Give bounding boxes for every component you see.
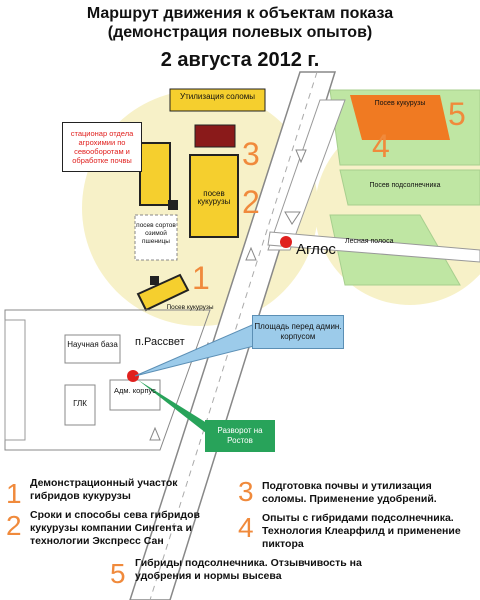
turn-callout: Разворот на Ростов: [205, 420, 275, 452]
wheat-field: [134, 214, 178, 261]
cross-road: [267, 231, 480, 263]
settlement-block: [4, 309, 211, 451]
sowing-corn-top-label: Посев кукурузы: [374, 100, 426, 107]
utilization-label: Утилизация соломы: [180, 92, 255, 101]
stationary-field: [139, 142, 171, 206]
marker-3: 3: [242, 136, 260, 172]
small-field-marker: [150, 276, 159, 285]
route-arrow-2: [245, 246, 257, 261]
corn-field: [189, 154, 239, 238]
legend-num-3: 3: [238, 476, 254, 507]
glk-building: [64, 384, 96, 426]
legend-text-5: Гибриды подсолнечника. Отзывчивость на у…: [135, 557, 362, 582]
utilization-box: [169, 88, 266, 112]
admin-label: Адм. корпус: [114, 386, 156, 395]
aglos-point: [280, 236, 292, 248]
marker-1: 1: [192, 260, 210, 296]
marker-4: 4: [372, 128, 390, 164]
turn-pointer: [138, 380, 215, 440]
settlement-road-left: [4, 319, 26, 441]
map-title: Маршрут движения к объектам показа: [86, 5, 394, 22]
small-corn-field: [136, 273, 190, 312]
wheat-sowing-label: посев сортов озимой пшеницы: [136, 222, 176, 245]
admin-building: [109, 379, 161, 411]
stationary-marker: [168, 200, 178, 210]
admin-point: [127, 370, 139, 382]
forest-strip-label: Лесная полоса: [345, 238, 394, 245]
small-corn-label: Посев кукурузы: [166, 304, 214, 311]
legend-num-2: 2: [6, 510, 22, 541]
map-subtitle: (демонстрация полевых опытов): [107, 24, 373, 41]
route-arrow-4: [149, 426, 161, 441]
legend-text-1: Демонстрационный участок гибридов кукуру…: [30, 477, 178, 502]
stationary-label: стационар отдела агрохимии по севооборот…: [62, 122, 142, 172]
settlement-label: п.Рассвет: [135, 336, 185, 348]
utilization-building: [194, 124, 236, 148]
science-base-label: Научная база: [67, 340, 118, 349]
science-base-building: [64, 334, 121, 364]
legend-num-5: 5: [110, 558, 126, 589]
corn-sowing-label: посев кукурузы: [197, 189, 231, 206]
legend-text-2: Сроки и способы сева гибридов кукурузы к…: [30, 509, 200, 547]
square-callout: Площадь перед админ. корпусом: [252, 315, 344, 349]
route-arrow-5: [284, 211, 301, 225]
marker-2: 2: [242, 184, 260, 220]
route-arrow-1: [295, 149, 307, 164]
glk-label: ГЛК: [73, 399, 87, 408]
sowing-sunflower-label: Посев подсолнечника: [369, 182, 441, 189]
field-sowing-sunflower: [339, 169, 480, 206]
legend-text-4: Опыты с гибридами подсолнечника. Техноло…: [262, 512, 461, 550]
legend-num-4: 4: [238, 512, 254, 543]
field-sowing-corn-top: [350, 95, 450, 140]
aglos-label: Аглос: [296, 241, 336, 258]
map-date: 2 августа 2012 г.: [160, 49, 320, 71]
legend-text-3: Подготовка почвы и утилизация соломы. Пр…: [262, 480, 437, 505]
marker-5: 5: [448, 96, 466, 132]
legend-num-1: 1: [6, 478, 22, 509]
